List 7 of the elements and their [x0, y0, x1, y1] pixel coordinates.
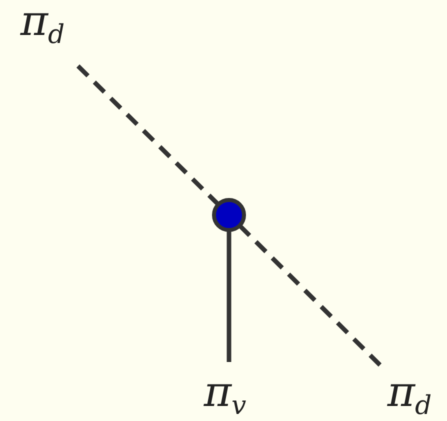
dashed-line	[76, 64, 220, 206]
symbol-label: π$_{v}$	[204, 371, 246, 419]
line	[226, 230, 232, 362]
dot	[212, 198, 246, 232]
dashed-line	[238, 224, 382, 367]
symbol-label: π$_{d}$	[387, 371, 432, 419]
symbol-label: π$_{d}$	[20, 0, 65, 48]
